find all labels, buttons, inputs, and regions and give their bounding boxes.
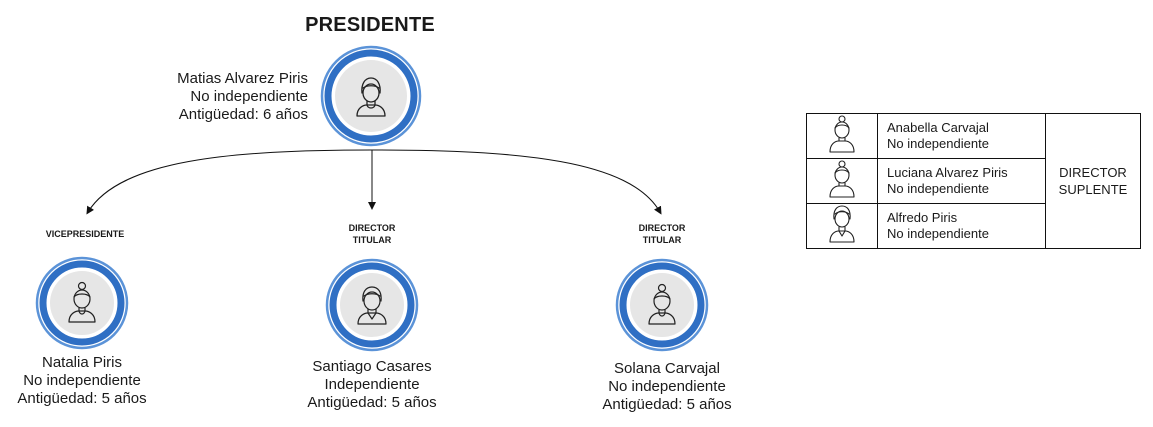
vicepresidente-avatar bbox=[34, 255, 130, 351]
man-avatar-icon bbox=[829, 205, 855, 243]
suplente-status: No independiente bbox=[887, 181, 989, 196]
director-1-status: Independiente bbox=[324, 376, 420, 393]
director-2-role: DIRECTOR TITULAR bbox=[612, 222, 712, 246]
suplentes-table: Anabella Carvajal No independiente DIREC… bbox=[806, 113, 1141, 249]
woman-avatar-icon bbox=[829, 160, 855, 198]
suplente-row: Luciana Alvarez Piris No independiente bbox=[806, 158, 1141, 204]
director-2-info: Solana Carvajal No independiente Antigüe… bbox=[580, 360, 754, 414]
presidente-role: PRESIDENTE bbox=[305, 14, 435, 36]
director-1-role: DIRECTOR TITULAR bbox=[322, 222, 422, 246]
director-1-avatar bbox=[324, 257, 420, 353]
director-1-role-line1: DIRECTOR bbox=[348, 223, 396, 233]
director-2-role-line2: TITULAR bbox=[642, 235, 682, 245]
presidente-info: Matias Alvarez Piris No independiente An… bbox=[160, 70, 308, 124]
suplente-name-cell: Alfredo Piris No independiente bbox=[877, 203, 1046, 249]
presidente-tenure: Antigüedad: 6 años bbox=[178, 106, 308, 123]
vicepresidente-info: Natalia Piris No independiente Antigüeda… bbox=[0, 354, 164, 408]
director-2-status: No independiente bbox=[608, 378, 726, 395]
man-avatar-icon bbox=[357, 286, 387, 325]
suplente-icon-cell bbox=[806, 158, 878, 204]
suplente-name: Luciana Alvarez Piris bbox=[887, 165, 1008, 180]
woman-avatar-icon bbox=[68, 281, 96, 323]
suplente-status: No independiente bbox=[887, 226, 989, 241]
woman-avatar-icon bbox=[829, 115, 855, 153]
director-1-name: Santiago Casares bbox=[312, 358, 432, 375]
director-1-tenure: Antigüedad: 5 años bbox=[307, 394, 437, 411]
presidente-status: No independiente bbox=[190, 88, 308, 105]
suplente-role-line1: DIRECTOR bbox=[1059, 165, 1127, 180]
suplente-icon-cell bbox=[806, 203, 878, 249]
connector-vicepresidente bbox=[86, 149, 373, 215]
vicepresidente-tenure: Antigüedad: 5 años bbox=[17, 390, 147, 407]
director-2-tenure: Antigüedad: 5 años bbox=[602, 396, 732, 413]
suplente-role-cell: DIRECTOR SUPLENTE bbox=[1045, 113, 1141, 249]
suplente-row: Alfredo Piris No independiente bbox=[806, 203, 1141, 249]
suplente-role-line2: SUPLENTE bbox=[1058, 182, 1128, 197]
presidente-avatar bbox=[319, 44, 423, 148]
man-avatar-icon bbox=[356, 77, 386, 117]
woman-avatar-icon bbox=[648, 283, 676, 325]
director-1-role-line2: TITULAR bbox=[352, 235, 392, 245]
vicepresidente-name: Natalia Piris bbox=[41, 354, 123, 371]
connector-director-2 bbox=[371, 149, 662, 215]
director-2-role-line1: DIRECTOR bbox=[638, 223, 686, 233]
suplente-name-cell: Anabella Carvajal No independiente bbox=[877, 113, 1046, 159]
suplente-name: Anabella Carvajal bbox=[887, 120, 989, 135]
vicepresidente-status: No independiente bbox=[23, 372, 141, 389]
presidente-name: Matias Alvarez Piris bbox=[177, 70, 308, 87]
vicepresidente-role: VICEPRESIDENTE bbox=[45, 229, 125, 239]
director-1-info: Santiago Casares Independiente Antigüeda… bbox=[285, 358, 459, 412]
suplente-name-cell: Luciana Alvarez Piris No independiente bbox=[877, 158, 1046, 204]
director-2-name: Solana Carvajal bbox=[614, 360, 720, 377]
director-2-avatar bbox=[614, 257, 710, 353]
suplente-name: Alfredo Piris bbox=[887, 210, 958, 225]
suplente-row: Anabella Carvajal No independiente DIREC… bbox=[806, 113, 1141, 249]
suplente-status: No independiente bbox=[887, 136, 989, 151]
suplente-icon-cell bbox=[806, 113, 878, 159]
